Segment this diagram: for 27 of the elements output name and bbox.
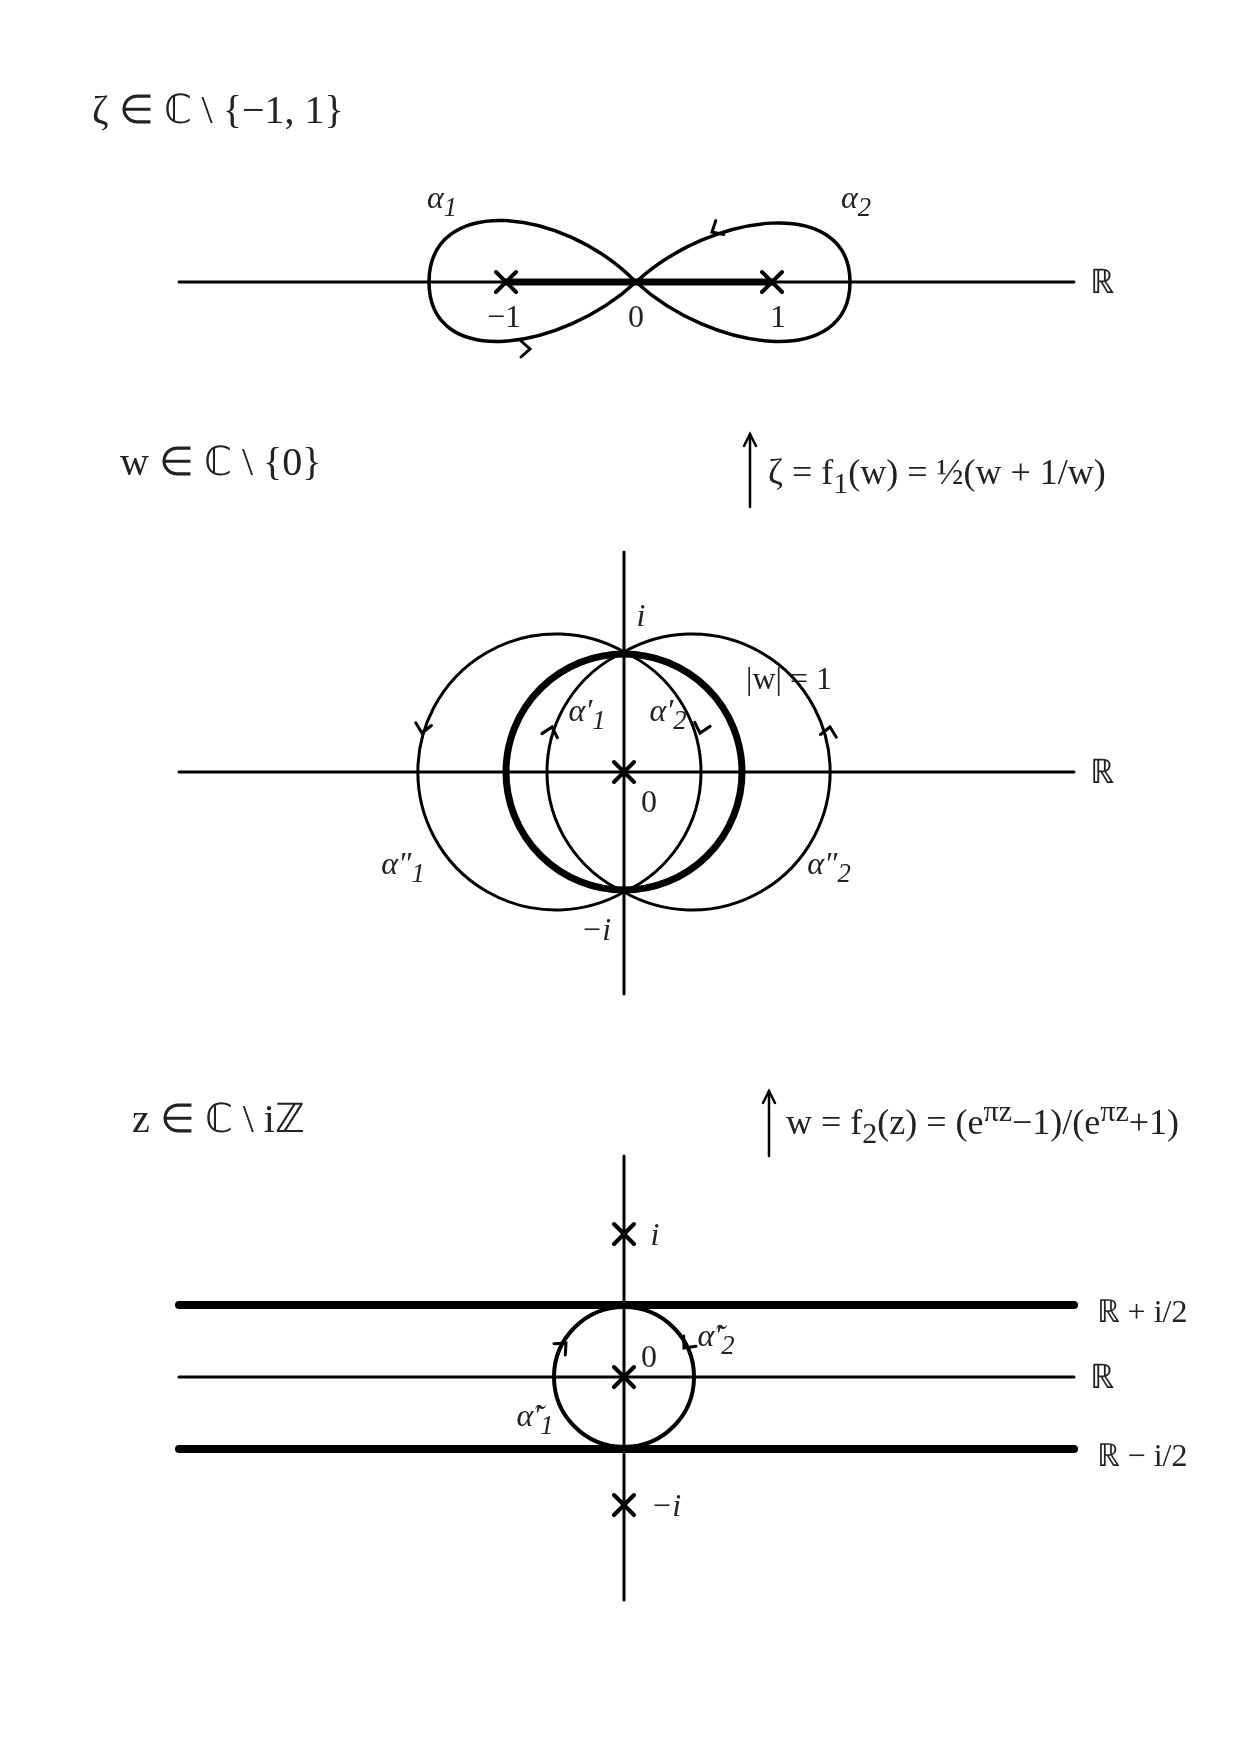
curve-label: α′$_{2}$ — [649, 694, 687, 734]
point-label: 0 — [628, 300, 644, 332]
point-label: −1 — [487, 300, 521, 332]
point-label: 0 — [641, 785, 657, 817]
line-label: ℝ + i/2 — [1096, 1295, 1188, 1327]
plane-title: z ∈ ℂ \ iℤ — [132, 1099, 305, 1139]
plane-title: w ∈ ℂ \ {0} — [120, 442, 322, 482]
point-label: i — [636, 599, 646, 631]
axis-label: ℝ — [1090, 265, 1114, 299]
point-label: −i — [580, 913, 612, 945]
point-label: i — [650, 1218, 660, 1250]
curve-label: α″$_{2}$ — [807, 847, 851, 887]
curve-label: α̃′$_{1}$ — [516, 1399, 554, 1439]
axis-label: ℝ — [1090, 755, 1114, 789]
map-formula: w = f$_{2}$(z) = (e$^{πz}$−1)/(e$^{πz}$+1) — [786, 1096, 1180, 1148]
curve-label: α′$_{1}$ — [568, 694, 606, 734]
plane-title: ζ ∈ ℂ \ {−1, 1} — [92, 90, 344, 130]
point-label: −i — [650, 1489, 682, 1521]
point-label: 0 — [641, 1340, 657, 1372]
line-label: ℝ − i/2 — [1096, 1439, 1188, 1471]
curve-label: α$_{2}$ — [840, 181, 872, 221]
axis-label: ℝ — [1090, 1360, 1114, 1394]
curve-label: α̃′$_{2}$ — [697, 1319, 735, 1359]
point-label: 1 — [770, 300, 786, 332]
curve-label: α″$_{1}$ — [381, 847, 425, 887]
curve-label: α$_{1}$ — [426, 181, 458, 221]
map-formula: ζ = f$_{1}$(w) = ½(w + 1/w) — [768, 454, 1106, 498]
